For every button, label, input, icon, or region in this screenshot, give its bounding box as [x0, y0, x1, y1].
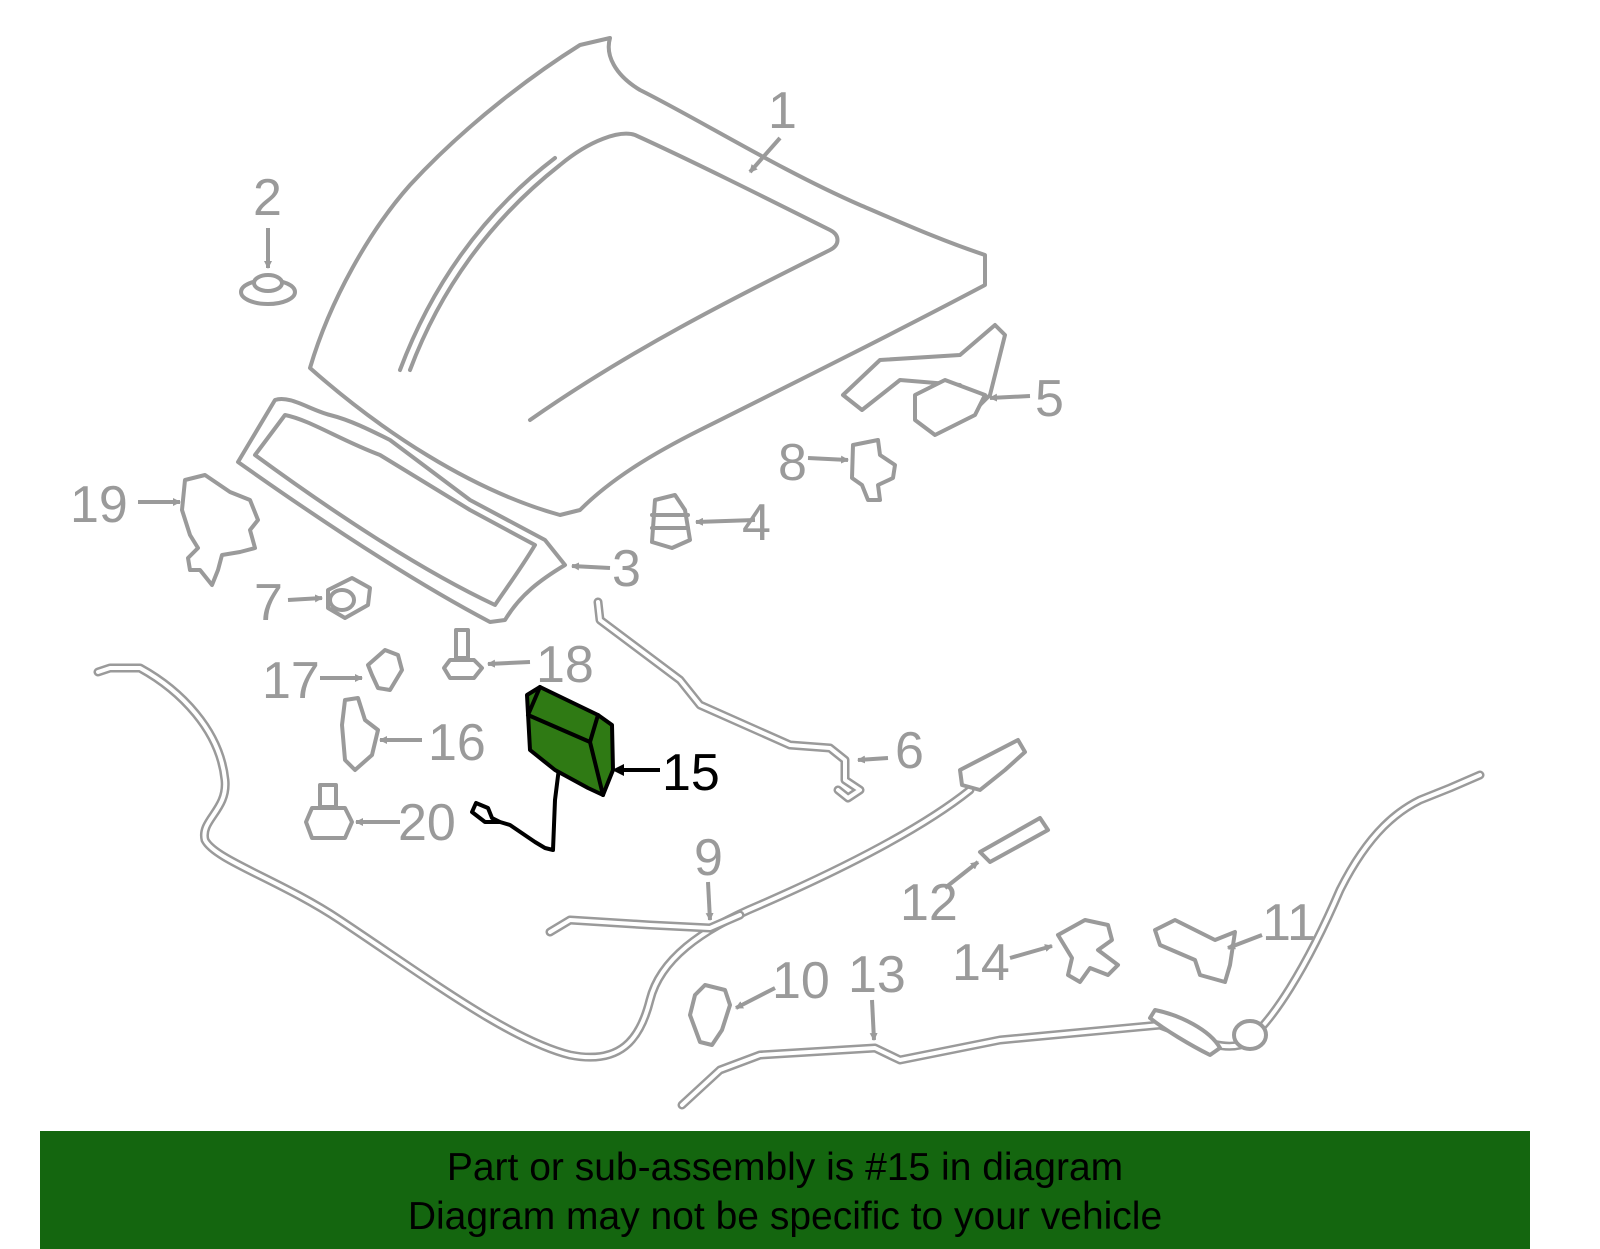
callout-2: 2 [253, 169, 282, 269]
callout-label-19: 19 [70, 476, 128, 534]
callout-label-9: 9 [694, 829, 723, 887]
callout-10: 10 [735, 952, 830, 1010]
callout-label-13: 13 [848, 946, 906, 1004]
info-banner: Part or sub-assembly is #15 in diagram D… [40, 1131, 1530, 1249]
part-6-prop-rod [593, 597, 865, 803]
part-9-cable [545, 738, 1027, 937]
part-15-highlighted [470, 685, 615, 852]
callout-5: 5 [989, 370, 1064, 428]
part-16-bracket [340, 696, 380, 772]
callout-19: 19 [70, 476, 181, 534]
part-13-release-cable [677, 770, 1485, 1110]
callout-17: 17 [262, 652, 363, 710]
callout-label-10: 10 [772, 952, 830, 1010]
callout-label-2: 2 [253, 169, 282, 227]
callout-16: 16 [379, 714, 486, 772]
callout-4: 4 [695, 494, 771, 552]
part-7-stop [326, 576, 372, 620]
callout-label-15: 15 [662, 744, 720, 802]
callout-3: 3 [571, 540, 641, 598]
callout-1: 1 [748, 82, 797, 174]
callout-label-7: 7 [254, 574, 283, 632]
banner-line-1: Part or sub-assembly is #15 in diagram [446, 1146, 1124, 1189]
banner-line-2: Diagram may not be specific to your vehi… [407, 1195, 1163, 1238]
callout-9: 9 [694, 829, 723, 921]
callout-label-16: 16 [428, 714, 486, 772]
callout-label-17: 17 [262, 652, 320, 710]
part-4-bumper [650, 493, 692, 550]
part-5-hinge [841, 323, 1007, 437]
release-cable-main [93, 663, 975, 1062]
callout-label-1: 1 [768, 82, 797, 140]
part-20-stud [304, 783, 354, 840]
part-17-clip [366, 648, 404, 692]
part-2-grommet [239, 273, 297, 306]
callout-8: 8 [778, 434, 849, 492]
callout-label-8: 8 [778, 434, 807, 492]
callout-6: 6 [857, 722, 924, 780]
callout-20: 20 [355, 794, 456, 852]
part-8-clip [850, 438, 897, 502]
callout-11: 11 [1227, 894, 1316, 952]
callout-label-6: 6 [895, 722, 924, 780]
callout-12: 12 [900, 860, 980, 932]
part-18-bolt [442, 628, 484, 680]
part-10-bracket [688, 983, 732, 1047]
part-14-handle [1056, 918, 1120, 984]
callout-label-14: 14 [952, 934, 1010, 992]
callout-13: 13 [848, 946, 906, 1041]
part-12-pad [978, 816, 1050, 864]
callout-7: 7 [254, 574, 323, 632]
part-19-latch [180, 473, 260, 587]
callout-label-18: 18 [536, 636, 594, 694]
callout-14: 14 [952, 934, 1053, 992]
part-11-bracket [1153, 918, 1237, 984]
part-3-seal [236, 397, 567, 624]
callout-15: 15 [612, 744, 720, 802]
callout-label-12: 12 [900, 874, 958, 932]
part-1-hood [308, 36, 987, 517]
callout-label-3: 3 [612, 540, 641, 598]
callout-label-5: 5 [1035, 370, 1064, 428]
callout-label-20: 20 [398, 794, 456, 852]
parts-diagram: 1 2 3 4 5 6 [70, 36, 1485, 1110]
callout-18: 18 [487, 636, 594, 694]
callout-label-11: 11 [1262, 894, 1316, 952]
callout-label-4: 4 [742, 494, 771, 552]
